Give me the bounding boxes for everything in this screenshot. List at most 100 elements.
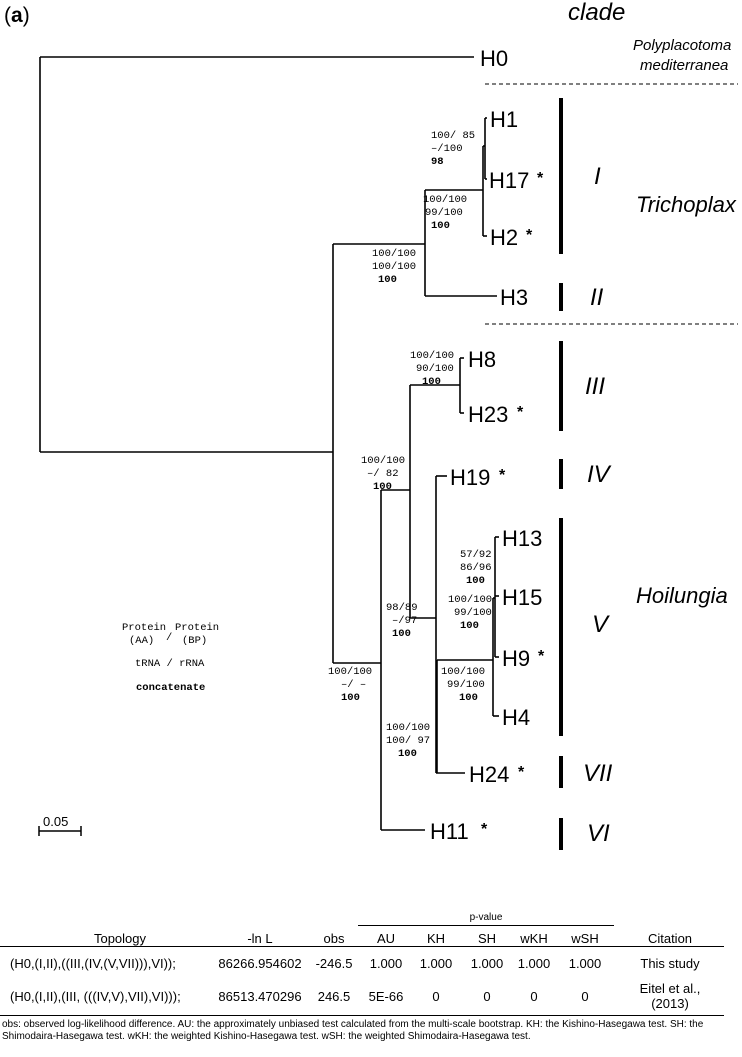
outgroup-name-line1: Polyplacotoma bbox=[633, 37, 731, 54]
support-n3: 100/100 100/100 100 bbox=[372, 248, 416, 286]
support-n2: 100/100 99/100 100 bbox=[423, 194, 467, 232]
taxon-h1: H1 bbox=[490, 107, 518, 132]
clade-bar-iii bbox=[559, 341, 563, 431]
taxon-h8: H8 bbox=[468, 347, 496, 372]
asterisk-h19: * bbox=[499, 467, 506, 484]
support-n9: 100/100 99/100 100 bbox=[441, 666, 485, 704]
row2-sh: 0 bbox=[483, 989, 491, 1004]
asterisk-h2: * bbox=[526, 227, 533, 244]
taxon-h4: H4 bbox=[502, 705, 530, 730]
asterisk-h17: * bbox=[537, 170, 544, 187]
clade-bar-iv bbox=[559, 459, 563, 489]
taxon-h24: H24 bbox=[469, 762, 509, 787]
col-wsh: wSH bbox=[571, 931, 599, 946]
svg-text:tRNA / rRNA: tRNA / rRNA bbox=[135, 658, 205, 670]
clade-bar-v bbox=[559, 518, 563, 736]
col-lnl: -ln L bbox=[247, 931, 273, 946]
svg-text:–/97: –/97 bbox=[392, 615, 417, 627]
svg-text:100/100: 100/100 bbox=[372, 248, 416, 260]
row2-lnl: 86513.470296 bbox=[218, 989, 302, 1004]
svg-text:100/100: 100/100 bbox=[328, 666, 372, 678]
clade-label-v: V bbox=[592, 611, 610, 638]
svg-text:–/100: –/100 bbox=[431, 143, 463, 155]
asterisk-h23: * bbox=[517, 404, 524, 421]
row1-obs: -246.5 bbox=[315, 956, 353, 971]
row1-citation: This study bbox=[640, 956, 700, 971]
taxon-h11: H11 bbox=[430, 819, 469, 844]
row2-au: 5E-66 bbox=[368, 989, 404, 1004]
support-n11: 100/100 100/ 97 100 bbox=[386, 722, 430, 760]
support-n4: 100/100 90/100 100 bbox=[410, 350, 454, 388]
clade-bar-i bbox=[559, 98, 563, 254]
clade-bar-ii bbox=[559, 283, 563, 311]
tree-branches bbox=[39, 56, 499, 831]
svg-text:100: 100 bbox=[341, 692, 360, 704]
clade-label-vi: VI bbox=[587, 820, 610, 847]
svg-text:(AA): (AA) bbox=[129, 635, 154, 647]
svg-text:concatenate: concatenate bbox=[136, 682, 205, 694]
taxon-h17: H17 bbox=[489, 168, 529, 193]
svg-text:98/89: 98/89 bbox=[386, 602, 418, 614]
svg-text:100: 100 bbox=[459, 692, 478, 704]
col-obs: obs bbox=[323, 931, 345, 946]
taxon-h3: H3 bbox=[500, 285, 528, 310]
row2-wkh: 0 bbox=[530, 989, 538, 1004]
col-sh: SH bbox=[477, 931, 497, 946]
row1-wsh: 1.000 bbox=[568, 956, 602, 971]
col-wkh: wKH bbox=[520, 931, 548, 946]
svg-text:100/100: 100/100 bbox=[441, 666, 485, 678]
svg-text:100/ 85: 100/ 85 bbox=[431, 130, 475, 142]
col-citation: Citation bbox=[647, 931, 693, 946]
row1-lnl: 86266.954602 bbox=[218, 956, 302, 971]
row1-topology: (H0,(I,II),((III,(IV,(V,VII))),VI)); bbox=[10, 956, 176, 971]
asterisk-h9: * bbox=[538, 648, 545, 665]
row2-obs: 246.5 bbox=[317, 989, 351, 1004]
header-rule bbox=[0, 946, 724, 947]
taxon-h23: H23 bbox=[468, 402, 508, 427]
svg-text:100/ 97: 100/ 97 bbox=[386, 735, 430, 747]
clade-label-i: I bbox=[594, 163, 601, 190]
svg-text:–/ –: –/ – bbox=[341, 679, 366, 691]
svg-text:100: 100 bbox=[466, 575, 485, 587]
clade-bars bbox=[559, 98, 563, 850]
svg-text:Protein: Protein bbox=[175, 622, 219, 634]
row1-au: 1.000 bbox=[369, 956, 403, 971]
support-n6: 57/92 86/96 100 bbox=[460, 549, 492, 587]
clade-label-vii: VII bbox=[583, 760, 613, 787]
clade-bar-vi bbox=[559, 818, 563, 850]
taxon-h9: H9 bbox=[502, 646, 530, 671]
support-legend: Protein (AA) / Protein (BP) tRNA / rRNA … bbox=[122, 622, 219, 694]
svg-text:–/ 82: –/ 82 bbox=[367, 468, 399, 480]
asterisk-h24: * bbox=[518, 764, 525, 781]
svg-text:57/92: 57/92 bbox=[460, 549, 492, 561]
svg-text:Protein: Protein bbox=[122, 622, 166, 634]
genus-hoilungia: Hoilungia bbox=[636, 583, 728, 608]
genus-trichoplax: Trichoplax bbox=[636, 192, 737, 217]
scale-bar: 0.05 bbox=[38, 814, 82, 836]
svg-text:/: / bbox=[166, 632, 172, 644]
clade-header: clade bbox=[568, 0, 625, 26]
taxon-h13: H13 bbox=[502, 526, 542, 551]
row2-kh: 0 bbox=[432, 989, 440, 1004]
col-au: AU bbox=[376, 931, 396, 946]
svg-text:100: 100 bbox=[398, 748, 417, 760]
svg-text:100: 100 bbox=[460, 620, 479, 632]
clade-label-iv: IV bbox=[587, 461, 612, 488]
svg-text:100: 100 bbox=[392, 628, 411, 640]
row2-wsh: 0 bbox=[581, 989, 589, 1004]
svg-text:100: 100 bbox=[422, 376, 441, 388]
svg-text:99/100: 99/100 bbox=[454, 607, 492, 619]
svg-text:100/100: 100/100 bbox=[361, 455, 405, 467]
svg-text:0.05: 0.05 bbox=[43, 814, 68, 829]
svg-text:90/100: 90/100 bbox=[416, 363, 454, 375]
row2-topology: (H0,(I,II),(III, (((IV,V),VII),VI))); bbox=[10, 989, 181, 1004]
taxon-h19: H19 bbox=[450, 465, 490, 490]
support-n5: 100/100 –/ 82 100 bbox=[361, 455, 405, 493]
svg-text:86/96: 86/96 bbox=[460, 562, 492, 574]
svg-text:100/100: 100/100 bbox=[386, 722, 430, 734]
pvalue-rule bbox=[358, 925, 614, 926]
svg-text:100/100: 100/100 bbox=[410, 350, 454, 362]
row1-wkh: 1.000 bbox=[517, 956, 551, 971]
support-n10: 100/100 –/ – 100 bbox=[328, 666, 372, 704]
